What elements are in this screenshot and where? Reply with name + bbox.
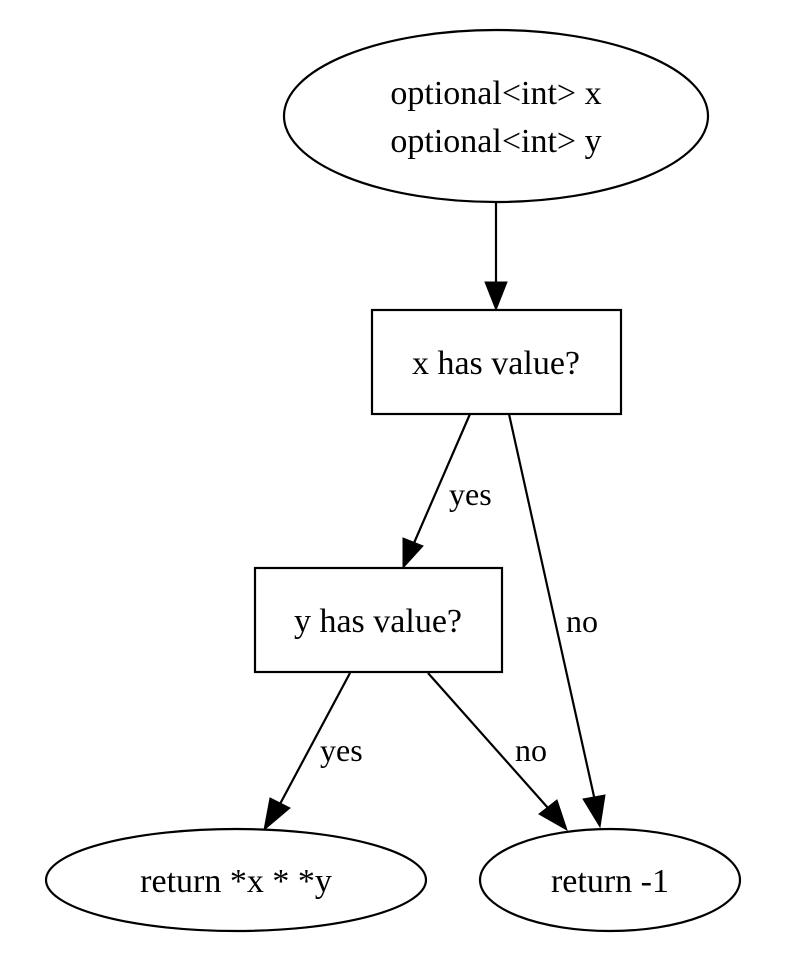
edge-y-yes: yes — [263, 672, 363, 832]
x-check-box — [370, 308, 623, 416]
node-return-product: return *x * *y — [44, 827, 428, 933]
edge-x-no: no — [507, 413, 606, 829]
arrowhead — [538, 799, 568, 832]
edge-y-no: no — [427, 672, 568, 832]
node-y-check: y has value? — [253, 566, 504, 674]
x-check-label: x has value? — [412, 345, 580, 382]
return-product-ellipse — [44, 827, 428, 933]
inputs-line-1: optional<int> x — [390, 75, 601, 112]
arrowhead — [402, 537, 424, 570]
arrowhead — [484, 281, 508, 312]
y-check-box — [253, 566, 504, 674]
return-product-label: return *x * *y — [140, 863, 332, 900]
inputs-ellipse — [282, 28, 710, 204]
edge-x-yes: yes — [402, 413, 492, 570]
return-minus-one-ellipse — [478, 827, 742, 933]
arrowhead — [263, 797, 291, 832]
edge-label-x-yes: yes — [449, 476, 492, 512]
edge-label-y-no: no — [515, 732, 547, 768]
edge-inputs-to-x-check — [484, 202, 508, 312]
arrowhead — [582, 794, 606, 829]
y-check-label: y has value? — [294, 603, 462, 640]
inputs-line-2: optional<int> y — [390, 123, 601, 160]
node-inputs: optional<int> x optional<int> y — [282, 28, 710, 204]
edge-label-y-yes: yes — [320, 732, 363, 768]
return-minus-one-label: return -1 — [551, 863, 669, 900]
edge-label-x-no: no — [566, 603, 598, 639]
node-return-minus-one: return -1 — [478, 827, 742, 933]
node-x-check: x has value? — [370, 308, 623, 416]
